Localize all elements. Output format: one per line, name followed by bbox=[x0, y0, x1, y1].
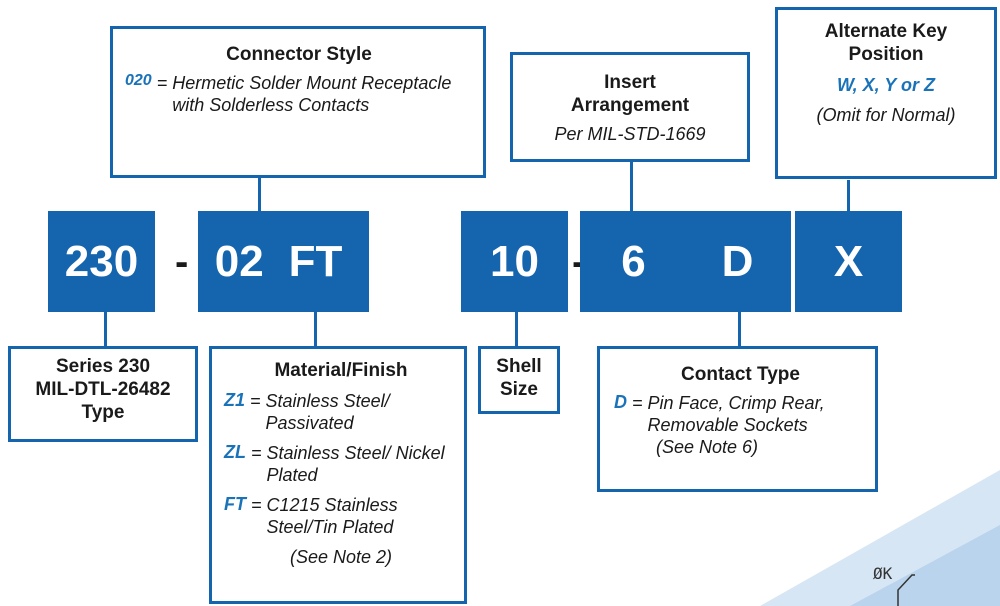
contact-type-code: D bbox=[614, 392, 627, 412]
alternate-key-title-2: Position bbox=[848, 44, 924, 65]
connector-style-code: 020 bbox=[125, 72, 152, 89]
series-line-1: Series 230 bbox=[55, 356, 151, 377]
series-line-3: Type bbox=[81, 402, 125, 423]
connector-line bbox=[314, 312, 317, 346]
connector-style-eq: = bbox=[151, 73, 173, 93]
connector-line bbox=[104, 312, 107, 346]
alternate-key-options: W, X, Y or Z bbox=[836, 75, 935, 95]
connector-style-title: Connector Style bbox=[226, 44, 372, 65]
material-option-code: ZL bbox=[224, 442, 246, 462]
material-option-desc: C1215 Stainless Steel/Tin Plated bbox=[266, 495, 398, 537]
material-option: FT = C1215 Stainless Steel/Tin Plated bbox=[224, 494, 458, 538]
code-segment-key: X bbox=[795, 211, 902, 312]
code-segment-contact: D bbox=[684, 211, 791, 312]
connector-line bbox=[847, 180, 850, 212]
alternate-key-note: (Omit for Normal) bbox=[816, 105, 956, 125]
code-segment-series: 230 bbox=[48, 211, 155, 312]
material-option-desc: Stainless Steel/ Nickel Plated bbox=[266, 443, 445, 485]
insert-arrangement-box: Insert Arrangement Per MIL-STD-1669 bbox=[510, 52, 750, 162]
dimension-label: ØK bbox=[873, 564, 893, 583]
series-line-2: MIL-DTL-26482 bbox=[35, 379, 171, 400]
material-option-code: Z1 bbox=[224, 390, 246, 410]
series-box: Series 230 MIL-DTL-26482 Type bbox=[8, 346, 198, 442]
shell-size-line-2: Size bbox=[499, 379, 539, 400]
contact-type-desc: Pin Face, Crimp Rear, Removable Sockets bbox=[647, 393, 825, 435]
material-option: Z1 = Stainless Steel/ Passivated bbox=[224, 390, 458, 434]
code-segment-finish: FT bbox=[262, 211, 369, 312]
contact-type-note: (See Note 6) bbox=[656, 437, 759, 457]
leader-line bbox=[897, 574, 915, 606]
material-option: ZL = Stainless Steel/ Nickel Plated bbox=[224, 442, 458, 486]
material-option-eq: = bbox=[245, 391, 266, 411]
insert-arrangement-title-1: Insert bbox=[604, 72, 656, 93]
insert-arrangement-desc: Per MIL-STD-1669 bbox=[554, 124, 706, 144]
connector-line bbox=[630, 162, 633, 212]
contact-type-eq: = bbox=[627, 393, 648, 413]
material-finish-title: Material/Finish bbox=[274, 360, 408, 381]
material-option-desc: Stainless Steel/ Passivated bbox=[265, 391, 390, 433]
material-finish-box: Material/Finish Z1 = Stainless Steel/ Pa… bbox=[209, 346, 467, 604]
material-finish-note: (See Note 2) bbox=[289, 547, 393, 567]
material-option-code: FT bbox=[224, 494, 246, 514]
material-option-eq: = bbox=[246, 495, 267, 515]
code-segment-shell: 10 bbox=[461, 211, 568, 312]
shell-size-box: Shell Size bbox=[478, 346, 560, 414]
connector-style-desc: Hermetic Solder Mount Receptacle with So… bbox=[172, 73, 452, 115]
code-segment-insert: 6 bbox=[580, 211, 687, 312]
shell-size-line-1: Shell bbox=[496, 356, 542, 377]
connector-style-box: Connector Style 020 = Hermetic Solder Mo… bbox=[110, 26, 486, 178]
alternate-key-title-1: Alternate Key bbox=[824, 21, 948, 42]
connector-line bbox=[738, 312, 741, 346]
code-dash: - bbox=[175, 240, 189, 284]
insert-arrangement-title-2: Arrangement bbox=[570, 95, 690, 116]
connector-line bbox=[515, 312, 518, 346]
contact-type-box: Contact Type D = Pin Face, Crimp Rear, R… bbox=[597, 346, 878, 492]
connector-line bbox=[258, 177, 261, 212]
contact-type-title: Contact Type bbox=[681, 364, 800, 385]
alternate-key-box: Alternate Key Position W, X, Y or Z (Omi… bbox=[775, 7, 997, 179]
material-option-eq: = bbox=[246, 443, 267, 463]
